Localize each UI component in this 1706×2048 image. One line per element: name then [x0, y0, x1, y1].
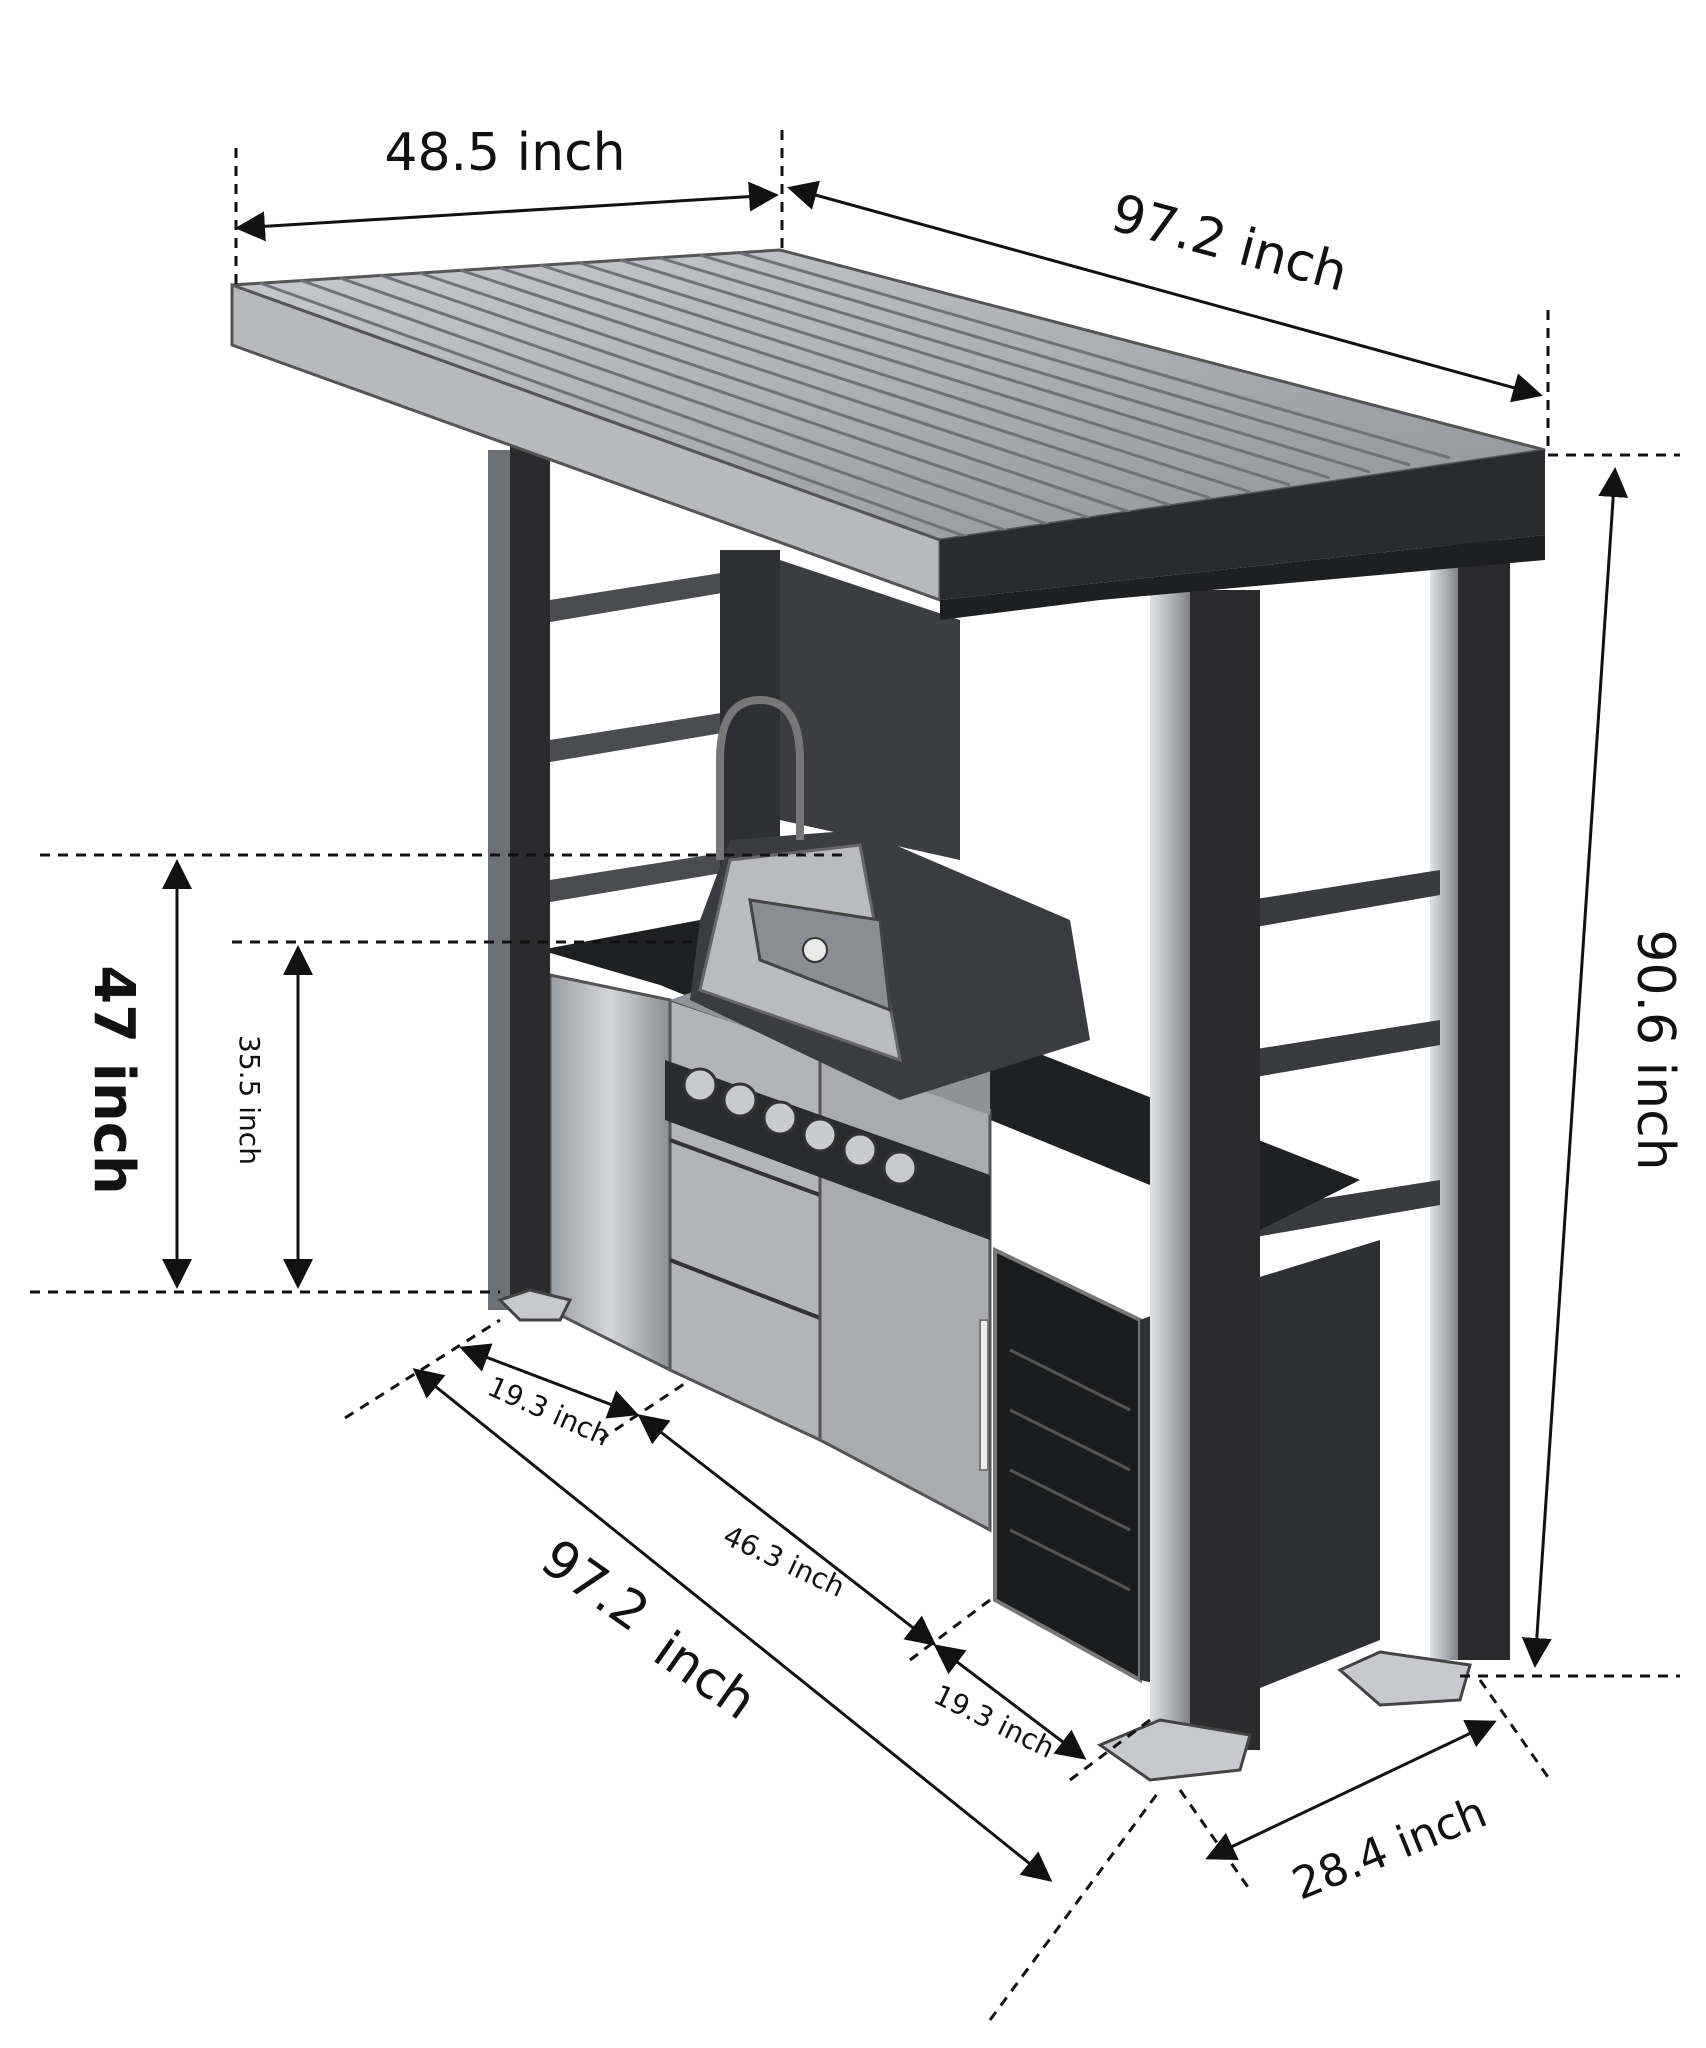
front-left-post [510, 440, 550, 1310]
dimension-lines [30, 130, 1680, 2021]
left-cabinet [548, 973, 672, 1373]
grill-cabinet-label: 46.3 inch [718, 1519, 850, 1604]
base-depth-arrow [1205, 1720, 1497, 1860]
total-height-arrow [1521, 467, 1629, 1668]
grill-cabinet-door [818, 1047, 992, 1533]
upper-height-label: 47 inch [81, 965, 146, 1195]
drawer-cabinet [668, 997, 822, 1443]
base-length-value-label: 97.2 [530, 1528, 659, 1644]
back-panel [780, 560, 960, 860]
total-height-label: 90.6 inch [1625, 929, 1685, 1170]
thermometer-icon [802, 937, 828, 963]
left-shelf [550, 570, 740, 622]
roof-beam [940, 535, 1545, 620]
roof-depth-arrow [235, 181, 779, 242]
grill-knobs [682, 1067, 918, 1186]
roof-length-arrow [787, 180, 1543, 403]
right-shelf [1250, 870, 1440, 928]
base-length-arrow [412, 1368, 1053, 1882]
roof-side-fascia [940, 450, 1545, 600]
faucet-icon [716, 695, 804, 860]
counter-height-label: 35.5 inch [233, 1035, 266, 1165]
kitchen-structure [230, 248, 1546, 1782]
roof-depth-label: 48.5 inch [384, 123, 625, 183]
